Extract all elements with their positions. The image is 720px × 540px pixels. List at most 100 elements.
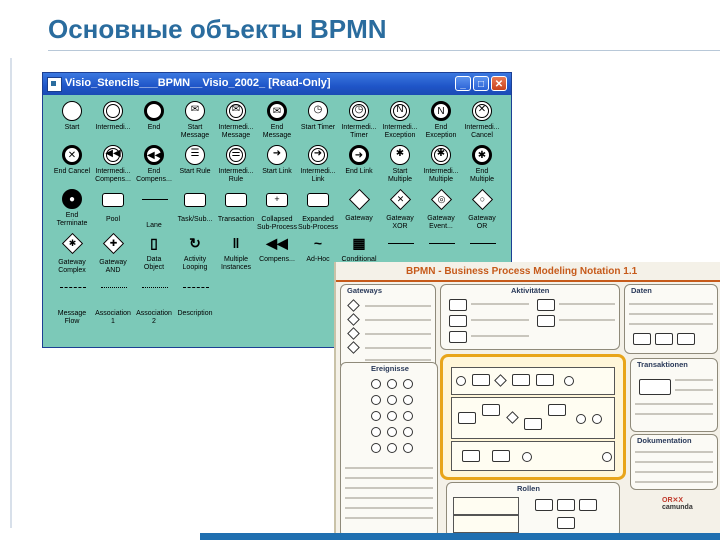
text-line <box>635 451 713 453</box>
stencil-end-message-icon: ✉ <box>265 101 289 123</box>
stencil-task-sub[interactable]: Task/Sub... <box>172 189 218 229</box>
text-line <box>345 467 433 469</box>
stencil-ad-hoc[interactable]: ~Ad-Hoc <box>295 233 341 273</box>
example-lane <box>451 397 615 439</box>
stencil-end[interactable]: End <box>131 101 177 141</box>
stencil-data-object-icon: ▯ <box>150 235 158 251</box>
text-line <box>345 507 433 509</box>
stencil-intermedi-compens[interactable]: ◀◀Intermedi... Compens... <box>90 145 136 185</box>
stencil-conditional[interactable]: ▦Conditional <box>336 233 382 273</box>
stencil-message-flow[interactable]: Message Flow <box>49 277 95 325</box>
stencil-gateway-event-icon: ◎ <box>429 188 453 214</box>
stencil-label: Intermedi... Rule <box>218 168 254 183</box>
stencil-intermedi-timer[interactable]: ◷Intermedi... Timer <box>336 101 382 141</box>
task-symbol <box>458 412 476 424</box>
event-symbol <box>403 379 413 389</box>
stencil-expanded-sub-process[interactable]: Expanded Sub-Process <box>295 189 341 231</box>
window-title: Visio_Stencils___BPMN__Visio_2002_ [Read… <box>65 77 331 89</box>
stencil-collapsed-sub-process[interactable]: +Collapsed Sub-Process <box>254 189 300 231</box>
stencil-start-multiple[interactable]: ✱Start Multiple <box>377 145 423 185</box>
stencil-label: Intermedi... Timer <box>341 124 377 139</box>
stencil-start-timer[interactable]: ◷Start Timer <box>295 101 341 141</box>
poster-header-rule <box>336 280 720 282</box>
task-symbol <box>472 374 490 386</box>
stencil-label: Activity Looping <box>182 256 208 271</box>
text-line <box>365 333 431 335</box>
stencil-label: Gateway OR <box>468 215 496 230</box>
role-lane <box>453 515 519 533</box>
stencil-compens[interactable]: ◀◀Compens... <box>254 233 300 273</box>
stencil-end-message[interactable]: ✉End Message <box>254 101 300 141</box>
stencil-default-flow-icon <box>470 243 496 265</box>
gateway-symbol <box>506 411 519 424</box>
minimize-button[interactable]: _ <box>455 76 471 91</box>
stencil-gateway-event[interactable]: ◎Gateway Event... <box>418 188 464 230</box>
stencil-intermedi-rule[interactable]: ☰Intermedi... Rule <box>213 145 259 185</box>
stencil-intermedi-link[interactable]: ➜Intermedi... Link <box>295 145 341 185</box>
event-symbol <box>387 379 397 389</box>
stencil-end-terminate[interactable]: ●End Terminate <box>49 189 95 229</box>
stencil-intermedi-multiple-icon: ✱ <box>429 145 453 167</box>
stencil-lane[interactable]: Lane <box>131 189 177 229</box>
stencil-collapsed-sub-process-icon: + <box>265 193 289 215</box>
stencil-intermedi[interactable]: Intermedi... <box>90 101 136 141</box>
stencil-intermedi-multiple[interactable]: ✱Intermedi... Multiple <box>418 145 464 185</box>
stencil-activity-looping-icon: ↻ <box>189 235 201 251</box>
event-symbol <box>371 411 381 421</box>
stencil-end-compens[interactable]: ◀◀End Compens... <box>131 145 177 185</box>
stencil-start-link[interactable]: ➜Start Link <box>254 145 300 185</box>
panel-transactions-title: Transaktionen <box>637 360 688 369</box>
stencil-transaction[interactable]: Transaction <box>213 189 259 229</box>
stencil-intermedi-cancel[interactable]: ✕Intermedi... Cancel <box>459 101 505 141</box>
stencil-multiple-instances[interactable]: ‖Multiple Instances <box>213 233 259 273</box>
bottom-accent-bar <box>200 533 720 540</box>
gateway-symbol <box>494 374 507 387</box>
event-symbol <box>592 414 602 424</box>
stencil-end-multiple-icon: ✱ <box>470 145 494 167</box>
stencil-end-link[interactable]: ➜End Link <box>336 145 382 185</box>
maximize-button[interactable]: □ <box>473 76 489 91</box>
stencil-label: End Terminate <box>56 212 88 227</box>
stencil-label: Compens... <box>259 256 295 263</box>
close-button[interactable]: ✕ <box>491 76 507 91</box>
stencil-gateway-xor[interactable]: ✕Gateway XOR <box>377 188 423 230</box>
stencil-gateway-or-icon: ○ <box>470 188 494 214</box>
stencil-gateway-or[interactable]: ○Gateway OR <box>459 188 505 230</box>
data-symbol <box>677 333 695 345</box>
panel-documentation: Dokumentation <box>630 434 718 490</box>
text-line <box>365 319 431 321</box>
stencil-end-multiple[interactable]: ✱End Multiple <box>459 145 505 185</box>
stencil-flow-icon <box>388 243 414 265</box>
stencil-pool[interactable]: Pool <box>90 189 136 229</box>
text-line <box>635 471 713 473</box>
stencil-association-2[interactable]: Association 2 <box>131 277 177 325</box>
stencil-start[interactable]: Start <box>49 101 95 141</box>
task-symbol <box>524 418 542 430</box>
text-line <box>365 305 431 307</box>
vendor-logo: OR✕X camunda <box>662 496 714 536</box>
event-symbol <box>403 411 413 421</box>
stencil-lane-icon <box>142 199 168 221</box>
stencil-data-object[interactable]: ▯Data Object <box>131 233 177 273</box>
stencil-label: End Cancel <box>53 168 91 175</box>
stencil-end-cancel[interactable]: ✕End Cancel <box>49 145 95 185</box>
stencil-start-message[interactable]: ✉Start Message <box>172 101 218 141</box>
panel-data: Daten <box>624 284 718 354</box>
visio-stencil-window[interactable]: Visio_Stencils___BPMN__Visio_2002_ [Read… <box>42 72 512 348</box>
stencil-activity-looping[interactable]: ↻ Activity Looping <box>172 233 218 273</box>
stencil-gateway[interactable]: Gateway <box>336 188 382 229</box>
stencil-label: Start Multiple <box>387 168 413 183</box>
event-symbol <box>522 452 532 462</box>
stencil-start-timer-icon: ◷ <box>306 101 330 123</box>
window-titlebar[interactable]: Visio_Stencils___BPMN__Visio_2002_ [Read… <box>43 73 511 95</box>
stencil-gateway-and[interactable]: ✚Gateway AND <box>90 232 136 274</box>
stencil-gateway-complex[interactable]: ✱Gateway Complex <box>49 232 95 274</box>
stencil-association-1[interactable]: Association 1 <box>90 277 136 325</box>
stencil-intermedi-message[interactable]: ✉Intermedi... Message <box>213 101 259 141</box>
stencil-description[interactable]: Description <box>172 277 218 317</box>
text-line <box>345 497 433 499</box>
stencil-message-flow-icon <box>60 287 86 309</box>
stencil-start-rule[interactable]: ☰Start Rule <box>172 145 218 185</box>
